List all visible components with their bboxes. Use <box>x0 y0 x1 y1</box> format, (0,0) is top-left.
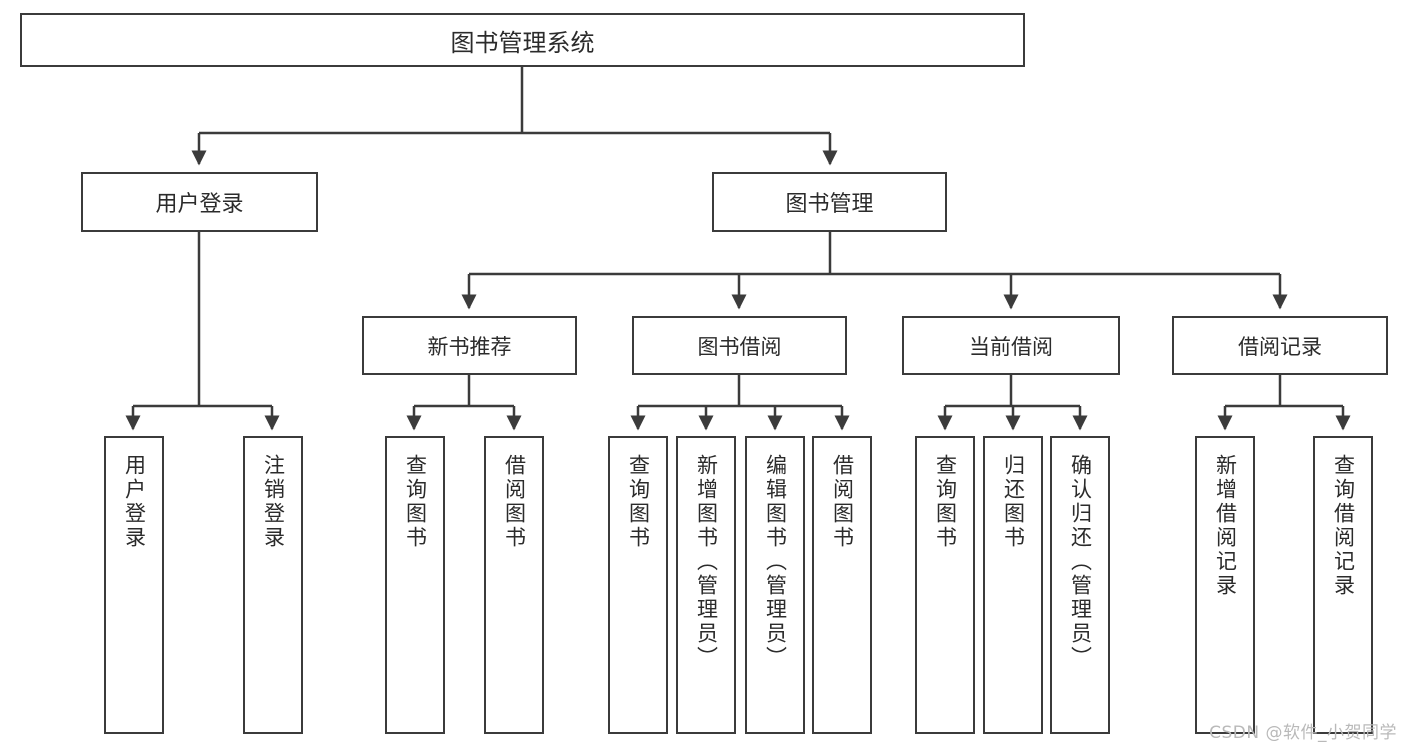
leaf-borrow-edit-book-admin[interactable]: 编辑图书（管理员） <box>745 436 805 734</box>
leaf-label: 编辑图书（管理员） <box>763 454 788 670</box>
leaf-borrow-borrow-book[interactable]: 借阅图书 <box>812 436 872 734</box>
watermark-text: CSDN @软件_小贺同学 <box>1209 723 1397 743</box>
leaf-label: 新增借阅记录 <box>1213 454 1238 598</box>
leaf-label: 查询图书 <box>933 454 958 550</box>
leaf-record-query-record[interactable]: 查询借阅记录 <box>1313 436 1373 734</box>
leaf-label: 新增图书（管理员） <box>694 454 719 670</box>
leaf-recommend-borrow-book[interactable]: 借阅图书 <box>484 436 544 734</box>
node-new-book-recommend[interactable]: 新书推荐 <box>362 316 577 375</box>
leaf-borrow-add-book-admin[interactable]: 新增图书（管理员） <box>676 436 736 734</box>
leaf-record-add-record[interactable]: 新增借阅记录 <box>1195 436 1255 734</box>
leaf-label: 确认归还（管理员） <box>1068 454 1093 670</box>
leaf-label: 注销登录 <box>261 454 286 550</box>
leaf-label: 用户登录 <box>122 454 147 550</box>
leaf-label: 借阅图书 <box>830 454 855 550</box>
leaf-current-confirm-return-admin[interactable]: 确认归还（管理员） <box>1050 436 1110 734</box>
leaf-recommend-query-book[interactable]: 查询图书 <box>385 436 445 734</box>
leaf-user-logout[interactable]: 注销登录 <box>243 436 303 734</box>
leaf-borrow-query-book[interactable]: 查询图书 <box>608 436 668 734</box>
leaf-label: 归还图书 <box>1001 454 1026 550</box>
node-borrow-record[interactable]: 借阅记录 <box>1172 316 1388 375</box>
leaf-label: 查询图书 <box>403 454 428 550</box>
leaf-current-query-book[interactable]: 查询图书 <box>915 436 975 734</box>
node-book-borrow[interactable]: 图书借阅 <box>632 316 847 375</box>
leaf-label: 借阅图书 <box>502 454 527 550</box>
node-user-login[interactable]: 用户登录 <box>81 172 318 232</box>
leaf-current-return-book[interactable]: 归还图书 <box>983 436 1043 734</box>
node-book-management[interactable]: 图书管理 <box>712 172 947 232</box>
node-root-system[interactable]: 图书管理系统 <box>20 13 1025 67</box>
node-current-borrow[interactable]: 当前借阅 <box>902 316 1120 375</box>
leaf-label: 查询借阅记录 <box>1331 454 1356 598</box>
leaf-label: 查询图书 <box>626 454 651 550</box>
leaf-user-login[interactable]: 用户登录 <box>104 436 164 734</box>
